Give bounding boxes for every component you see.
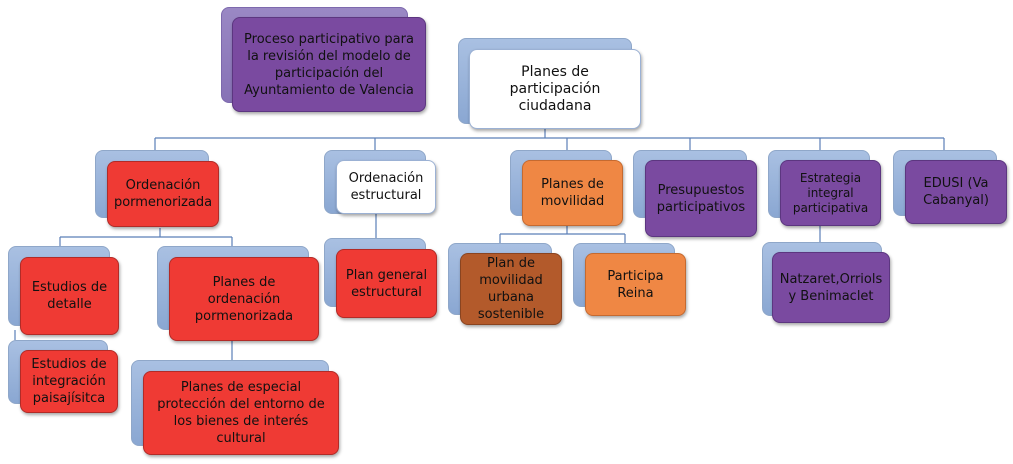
node-ordenacion-pormenorizada-label: Ordenación pormenorizada: [107, 161, 219, 227]
node-planes-movilidad-label: Planes de movilidad: [522, 160, 623, 226]
node-proceso-label: Proceso participativo para la revisión d…: [232, 17, 426, 112]
node-estudios-integracion-label: Estudios de integración paisajísitca: [20, 350, 118, 413]
node-ordenacion-estructural-label: Ordenación estructural: [336, 160, 436, 214]
node-planes-especial-label: Planes de especial protección del entorn…: [143, 371, 339, 455]
node-root-label: Planes de participación ciudadana: [469, 49, 641, 129]
node-natzaret-label: Natzaret,Orriols y Benimaclet: [772, 252, 890, 323]
node-plan-movilidad-urbana-label: Plan de movilidad urbana sostenible: [460, 253, 562, 325]
node-estrategia-label: Estrategia integral participativa: [780, 160, 881, 226]
node-participa-reina-label: Participa Reina: [585, 253, 686, 316]
node-estudios-detalle-label: Estudios de detalle: [20, 257, 119, 335]
node-planes-ordenacion-pormenorizada-label: Planes de ordenación pormenorizada: [169, 257, 319, 341]
node-presupuestos-label: Presupuestos participativos: [645, 160, 757, 237]
node-edusi-label: EDUSI (Va Cabanyal): [905, 160, 1007, 224]
node-plan-general-label: Plan general estructural: [336, 249, 437, 318]
